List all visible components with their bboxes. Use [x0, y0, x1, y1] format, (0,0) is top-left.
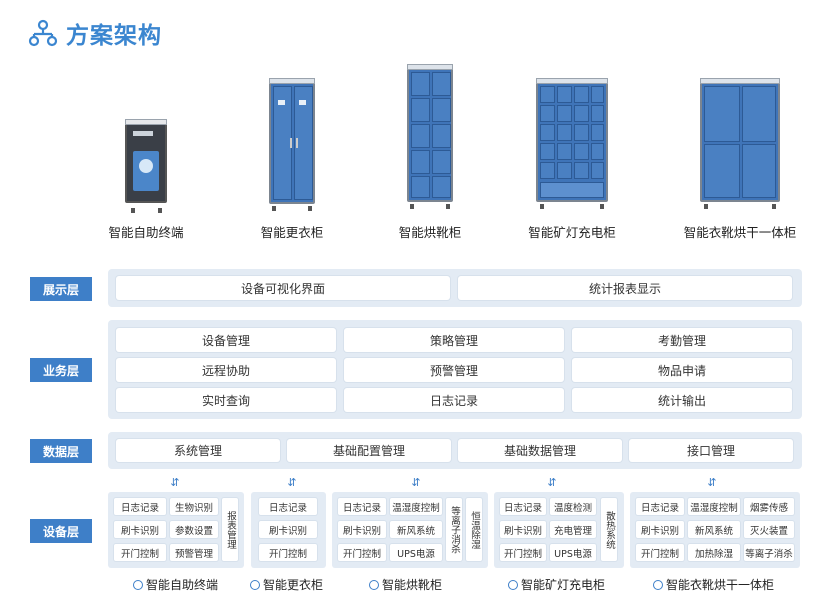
business-item: 预警管理: [344, 358, 564, 382]
business-layer-panel: 设备管理 策略管理 考勤管理 远程协助 预警管理 物品申请 实时查询 日志记录 …: [108, 320, 802, 419]
circle-icon: [250, 579, 260, 590]
network-icon: [28, 19, 58, 47]
flow-arrow-icon: ⇵: [411, 476, 421, 489]
data-item: 接口管理: [629, 439, 793, 462]
device-group-name-terminal: 智能自助终端: [133, 576, 218, 593]
device-label-terminal: 智能自助终端: [108, 225, 184, 240]
flow-arrow-icon: ⇵: [287, 476, 297, 489]
device-function: 新风系统: [390, 521, 442, 538]
device-function-vertical: 散热系统: [601, 498, 617, 561]
layer-label-device: 设备层: [30, 519, 92, 543]
business-item: 日志记录: [344, 388, 564, 412]
layer-label-business: 业务层: [30, 358, 92, 382]
data-item: 系统管理: [116, 439, 280, 462]
device-function: UPS电源: [390, 544, 442, 561]
device-label-locker: 智能更衣柜: [260, 225, 324, 240]
circle-icon: [369, 579, 379, 590]
device-function: 刷卡识别: [259, 521, 317, 538]
device-group-boot-dryer: 日志记录 温湿度控制 刷卡识别 新风系统 开门控制 UPS电源 等离子消杀 恒温…: [332, 492, 488, 568]
device-function-vertical: 恒温除湿: [466, 498, 482, 561]
flow-arrow-icon: ⇵: [707, 476, 717, 489]
circle-icon: [508, 579, 518, 590]
business-item: 策略管理: [344, 328, 564, 352]
circle-icon: [653, 579, 663, 590]
device-group-name-boot-dryer: 智能烘靴柜: [369, 576, 442, 593]
device-label-combo: 智能衣靴烘干一体柜: [683, 225, 797, 240]
device-group-name-combo: 智能衣靴烘干一体柜: [653, 576, 774, 593]
device-group-locker: 日志记录 刷卡识别 开门控制: [251, 492, 326, 568]
business-item: 物品申请: [572, 358, 792, 382]
device-function: 开门控制: [114, 544, 166, 561]
device-function-vertical: 报表管理: [222, 498, 238, 561]
device-function: 开门控制: [500, 544, 546, 561]
device-function: 日志记录: [114, 498, 166, 515]
device-group-terminal: 日志记录 生物识别 刷卡识别 参数设置 开门控制 预警管理 报表管理: [108, 492, 244, 568]
page-title: 方案架构: [66, 23, 162, 49]
device-function: 参数设置: [170, 521, 218, 538]
display-layer-panel: 设备可视化界面 统计报表显示: [108, 269, 802, 307]
device-group-combo: 日志记录 温湿度控制 烟雾传感 刷卡识别 新风系统 灭火装置 开门控制 加热除湿…: [630, 492, 800, 568]
device-function: 充电管理: [550, 521, 596, 538]
device-function: 温湿度控制: [390, 498, 442, 515]
business-item: 实时查询: [116, 388, 336, 412]
device-function: 灭火装置: [744, 521, 794, 538]
data-item: 基础数据管理: [458, 439, 622, 462]
display-item: 统计报表显示: [458, 276, 792, 300]
device-function: 日志记录: [338, 498, 386, 515]
device-function: 等离子消杀: [744, 544, 794, 561]
business-item: 设备管理: [116, 328, 336, 352]
flow-arrow-icon: ⇵: [170, 476, 180, 489]
layer-label-data: 数据层: [30, 439, 92, 463]
device-function: 刷卡识别: [636, 521, 684, 538]
device-function: 烟雾传感: [744, 498, 794, 515]
device-function-vertical: 等离子消杀: [446, 498, 462, 561]
circle-icon: [133, 579, 143, 590]
device-group-lamp-charger: 日志记录 温度检测 刷卡识别 充电管理 开门控制 UPS电源 散热系统: [494, 492, 624, 568]
page-header: 方案架构: [28, 16, 162, 50]
device-label-lamp-charger: 智能矿灯充电柜: [528, 225, 616, 240]
device-function: 温度检测: [550, 498, 596, 515]
device-function: UPS电源: [550, 544, 596, 561]
device-function: 预警管理: [170, 544, 218, 561]
display-item: 设备可视化界面: [116, 276, 450, 300]
device-function: 开门控制: [636, 544, 684, 561]
device-function: 生物识别: [170, 498, 218, 515]
device-group-name-lamp-charger: 智能矿灯充电柜: [508, 576, 605, 593]
device-function: 开门控制: [338, 544, 386, 561]
device-function: 刷卡识别: [338, 521, 386, 538]
business-item: 统计输出: [572, 388, 792, 412]
device-function: 日志记录: [259, 498, 317, 515]
data-item: 基础配置管理: [287, 439, 451, 462]
data-layer-panel: 系统管理 基础配置管理 基础数据管理 接口管理: [108, 432, 802, 469]
device-function: 日志记录: [500, 498, 546, 515]
device-function: 加热除湿: [688, 544, 740, 561]
device-function: 日志记录: [636, 498, 684, 515]
device-function: 温湿度控制: [688, 498, 740, 515]
device-group-name-locker: 智能更衣柜: [250, 576, 323, 593]
device-function: 刷卡识别: [500, 521, 546, 538]
flow-arrow-icon: ⇵: [547, 476, 557, 489]
device-function: 刷卡识别: [114, 521, 166, 538]
layer-label-display: 展示层: [30, 277, 92, 301]
device-function: 新风系统: [688, 521, 740, 538]
device-function: 开门控制: [259, 544, 317, 561]
business-item: 远程协助: [116, 358, 336, 382]
device-label-boot-dryer: 智能烘靴柜: [398, 225, 462, 240]
business-item: 考勤管理: [572, 328, 792, 352]
